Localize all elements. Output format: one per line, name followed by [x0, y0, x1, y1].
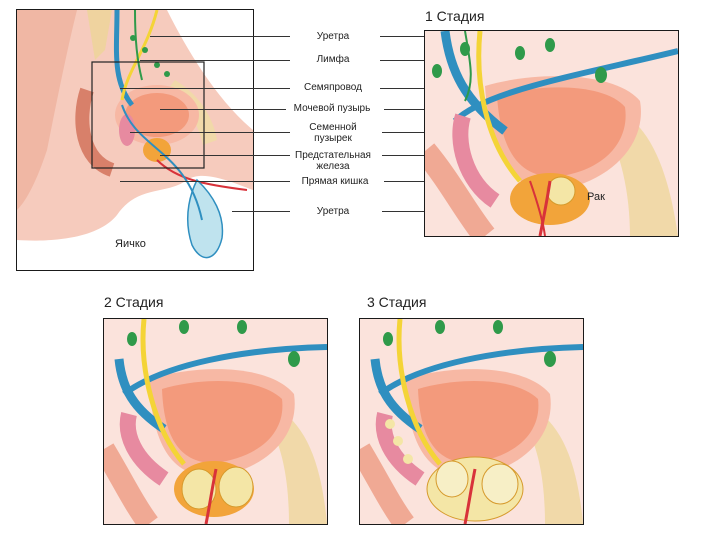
leader-urethra-top-right — [380, 36, 460, 37]
label-seminal-vesicle: Семенной пузырек — [290, 122, 376, 144]
label-vas-deferens: Семяпровод — [304, 82, 362, 93]
label-prostate-line1: Предстательная — [295, 150, 371, 161]
leader-seminal-left — [130, 132, 290, 133]
anatomy-overview-illustration — [17, 10, 253, 259]
leader-lymph-right — [380, 60, 450, 61]
stage1-panel: Рак — [424, 30, 679, 237]
stage2-illustration — [104, 319, 327, 524]
label-lymph: Лимфа — [316, 54, 350, 65]
label-urethra-bottom: Уретра — [316, 206, 350, 217]
leader-rectum-left — [120, 181, 290, 182]
leader-bladder-right — [384, 109, 454, 110]
stage3-title: 3 Стадия — [367, 294, 427, 310]
stage1-title: 1 Стадия — [425, 8, 485, 24]
leader-lymph-left — [140, 60, 290, 61]
cancer-label: Рак — [587, 191, 605, 203]
label-bladder: Мочевой пузырь — [293, 103, 371, 114]
leader-urethra-bottom-left — [232, 211, 290, 212]
stage1-illustration — [425, 31, 678, 236]
leader-bladder-left — [160, 109, 286, 110]
leader-vas-right — [380, 88, 440, 89]
label-seminal-line1: Семенной — [309, 122, 357, 133]
label-seminal-line2: пузырек — [314, 133, 352, 144]
stage2-title: 2 Стадия — [104, 294, 164, 310]
label-prostate: Предстательная железа — [286, 150, 380, 172]
testicle-label: Яичко — [115, 238, 146, 250]
leader-prostate-left — [160, 155, 290, 156]
leader-rectum-right — [384, 181, 430, 182]
stage3-panel — [359, 318, 584, 525]
stage2-panel — [103, 318, 328, 525]
label-urethra-top: Уретра — [316, 31, 350, 42]
label-rectum: Прямая кишка — [301, 176, 369, 187]
leader-prostate-right — [382, 155, 442, 156]
label-prostate-line2: железа — [316, 161, 350, 172]
overview-panel: Яичко — [16, 9, 254, 271]
leader-seminal-right — [382, 132, 462, 133]
stage3-illustration — [360, 319, 583, 524]
leader-urethra-top-left — [150, 36, 290, 37]
leader-vas-left — [120, 88, 290, 89]
